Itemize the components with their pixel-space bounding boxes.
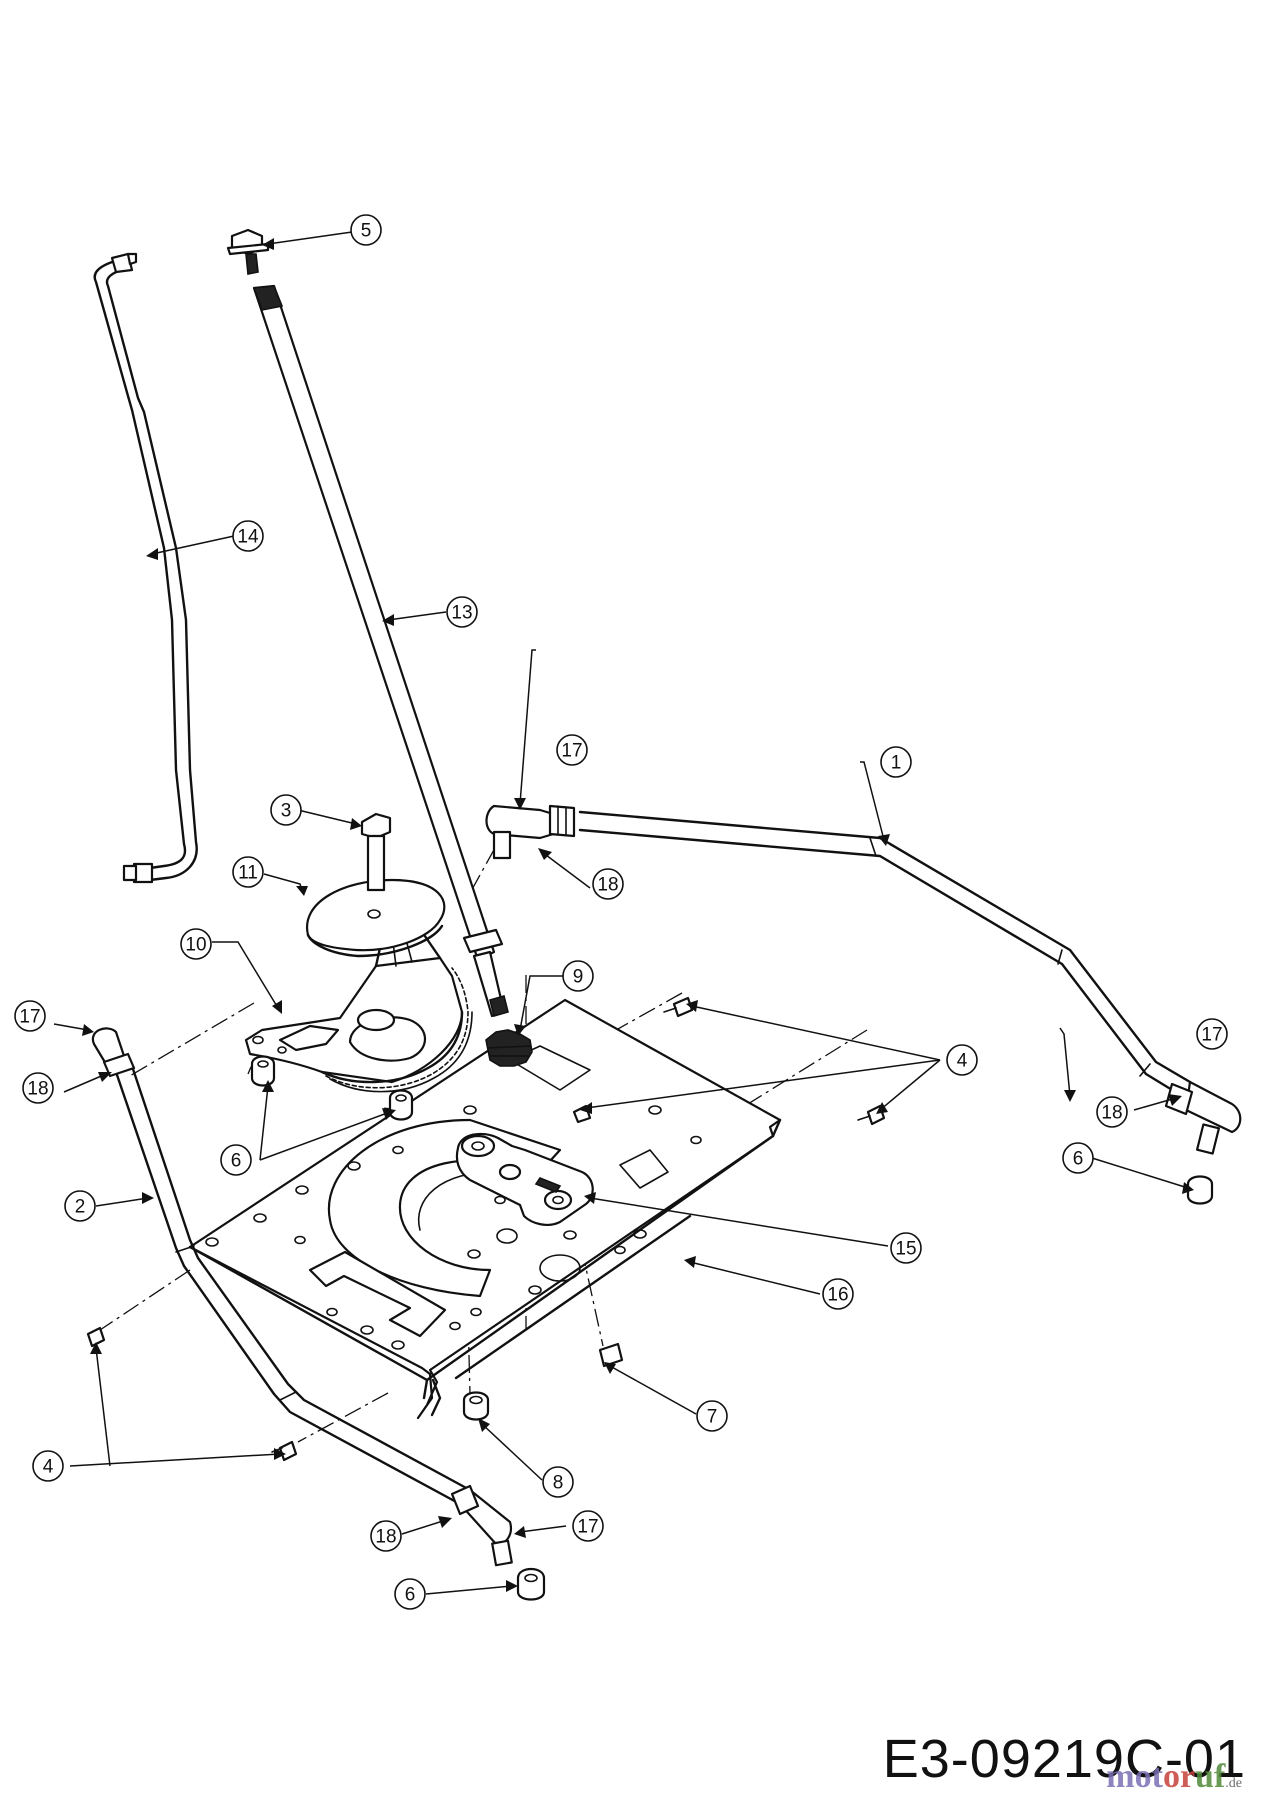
drag-link-14 bbox=[93, 252, 198, 884]
callout-1: 1 bbox=[880, 746, 912, 778]
callout-3: 3 bbox=[270, 794, 302, 826]
callout-18-top: 18 bbox=[592, 868, 624, 900]
callout-18-left: 18 bbox=[22, 1072, 54, 1104]
callout-6-right: 6 bbox=[1062, 1142, 1094, 1174]
steering-bracket-15 bbox=[455, 1132, 594, 1226]
watermark-logo: motoruf.de bbox=[1106, 1758, 1242, 1796]
collar-plate-11 bbox=[305, 878, 446, 958]
callout-16: 16 bbox=[822, 1278, 854, 1310]
callout-10: 10 bbox=[180, 928, 212, 960]
svg-text:18: 18 bbox=[1101, 1103, 1122, 1124]
svg-text:6: 6 bbox=[231, 1151, 242, 1172]
steering-shaft-13 bbox=[252, 284, 509, 1018]
svg-text:13: 13 bbox=[451, 603, 472, 624]
callout-17-left: 17 bbox=[14, 1000, 46, 1032]
watermark-part2: or bbox=[1162, 1758, 1196, 1795]
callout-13: 13 bbox=[446, 596, 478, 628]
callout-11: 11 bbox=[232, 856, 264, 888]
svg-text:1: 1 bbox=[891, 753, 902, 774]
svg-text:18: 18 bbox=[375, 1527, 396, 1548]
svg-text:17: 17 bbox=[19, 1007, 40, 1028]
svg-text:17: 17 bbox=[561, 741, 582, 762]
svg-text:14: 14 bbox=[237, 527, 259, 548]
tie-rod-2 bbox=[114, 1064, 472, 1506]
callout-7: 7 bbox=[696, 1400, 728, 1432]
callout-5: 5 bbox=[350, 214, 382, 246]
callout-4-right: 4 bbox=[946, 1044, 978, 1076]
tie-rod-1 bbox=[578, 810, 1192, 1098]
svg-text:15: 15 bbox=[895, 1239, 916, 1260]
svg-text:4: 4 bbox=[43, 1457, 54, 1478]
svg-text:8: 8 bbox=[553, 1473, 564, 1494]
callout-9: 9 bbox=[562, 960, 594, 992]
callout-17-bottom: 17 bbox=[572, 1510, 604, 1542]
callout-17-right: 17 bbox=[1196, 1018, 1228, 1050]
callout-6-upper: 6 bbox=[220, 1144, 252, 1176]
svg-text:9: 9 bbox=[573, 967, 584, 988]
callout-17-top: 17 bbox=[556, 734, 588, 766]
callout-18-bottom: 18 bbox=[370, 1520, 402, 1552]
pinion-gear-9 bbox=[485, 1029, 533, 1067]
svg-text:3: 3 bbox=[281, 801, 292, 822]
watermark-part3: uf bbox=[1195, 1758, 1226, 1795]
svg-text:17: 17 bbox=[577, 1517, 598, 1538]
svg-text:16: 16 bbox=[827, 1285, 848, 1306]
ball-joints bbox=[91, 804, 1242, 1567]
svg-text:17: 17 bbox=[1201, 1025, 1222, 1046]
svg-text:5: 5 bbox=[361, 221, 372, 242]
callout-8: 8 bbox=[542, 1466, 574, 1498]
svg-text:18: 18 bbox=[597, 875, 618, 896]
drawing-code: E3-09219C-01 bbox=[882, 1729, 1246, 1789]
callout-14: 14 bbox=[232, 520, 264, 552]
svg-text:4: 4 bbox=[957, 1051, 968, 1072]
mounting-plate-16 bbox=[188, 998, 782, 1420]
svg-text:18: 18 bbox=[27, 1079, 48, 1100]
svg-text:11: 11 bbox=[238, 863, 258, 884]
svg-text:6: 6 bbox=[405, 1585, 416, 1606]
leader-lines bbox=[53, 231, 1194, 1595]
bolt-3 bbox=[360, 812, 392, 892]
callout-15: 15 bbox=[890, 1232, 922, 1264]
svg-text:10: 10 bbox=[185, 935, 206, 956]
svg-text:7: 7 bbox=[707, 1407, 718, 1428]
svg-text:6: 6 bbox=[1073, 1149, 1084, 1170]
callout-4-left: 4 bbox=[32, 1450, 64, 1482]
watermark-part1: mot bbox=[1106, 1758, 1163, 1795]
callout-2: 2 bbox=[64, 1190, 96, 1222]
callout-18-right: 18 bbox=[1096, 1096, 1128, 1128]
callout-6-bottom: 6 bbox=[394, 1578, 426, 1610]
svg-text:2: 2 bbox=[75, 1197, 86, 1218]
watermark-tld: .de bbox=[1225, 1776, 1242, 1791]
bolt-5 bbox=[226, 228, 270, 275]
